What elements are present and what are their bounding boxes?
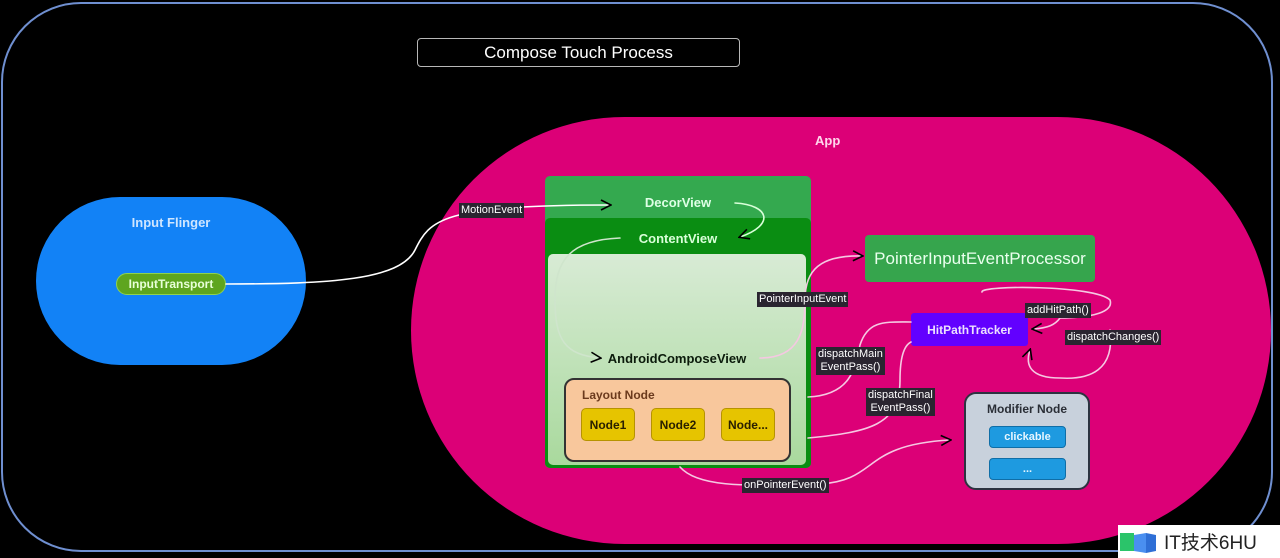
app-label: App <box>815 133 841 148</box>
node-2: Node2 <box>651 408 705 441</box>
layout-node-box: Layout Node Node1 Node2 Node... <box>564 378 791 462</box>
content-view-label: ContentView <box>638 231 718 246</box>
modifier-node-label: Modifier Node <box>987 402 1067 416</box>
label-add-hit-path: addHitPath() <box>1025 303 1091 318</box>
label-dispatch-changes: dispatchChanges() <box>1065 330 1162 345</box>
input-flinger-label: Input Flinger <box>131 215 211 230</box>
edge-add-hit-path <box>981 286 1112 329</box>
diagram-frame <box>1 2 1273 552</box>
edge-dispatch-changes <box>1028 329 1112 380</box>
hit-path-tracker: HitPathTracker <box>911 313 1028 346</box>
layout-node-label: Layout Node <box>582 388 655 402</box>
edge-decor-to-content <box>734 202 765 237</box>
decor-view-label: DecorView <box>644 195 712 210</box>
modifier-node-box: Modifier Node clickable ... <box>964 392 1090 490</box>
watermark-logo-icon <box>1120 531 1158 553</box>
input-flinger-process: Input Flinger InputTransport <box>36 197 306 365</box>
label-dispatch-final-event-pass: dispatchFinal EventPass() <box>866 388 935 416</box>
label-pointer-input-event: PointerInputEvent <box>757 292 849 307</box>
android-compose-view-label: AndroidComposeView <box>607 351 747 366</box>
diagram-title: Compose Touch Process <box>417 38 740 67</box>
node-1: Node1 <box>581 408 635 441</box>
node-more: Node... <box>721 408 775 441</box>
modifier-clickable: clickable <box>989 426 1066 448</box>
label-on-pointer-event: onPointerEvent() <box>742 478 829 493</box>
watermark-text: IT技术6HU <box>1164 533 1257 554</box>
pointer-input-event-processor: PointerInputEventProcessor <box>865 235 1095 282</box>
watermark: IT技术6HU <box>1118 525 1280 558</box>
edge-content-to-compose <box>554 237 621 358</box>
edge-motion-event <box>225 205 610 285</box>
edge-dispatch-main <box>807 321 912 398</box>
modifier-more: ... <box>989 458 1066 480</box>
label-motion-event: MotionEvent <box>459 203 525 218</box>
label-dispatch-main-event-pass: dispatchMain EventPass() <box>816 347 885 375</box>
